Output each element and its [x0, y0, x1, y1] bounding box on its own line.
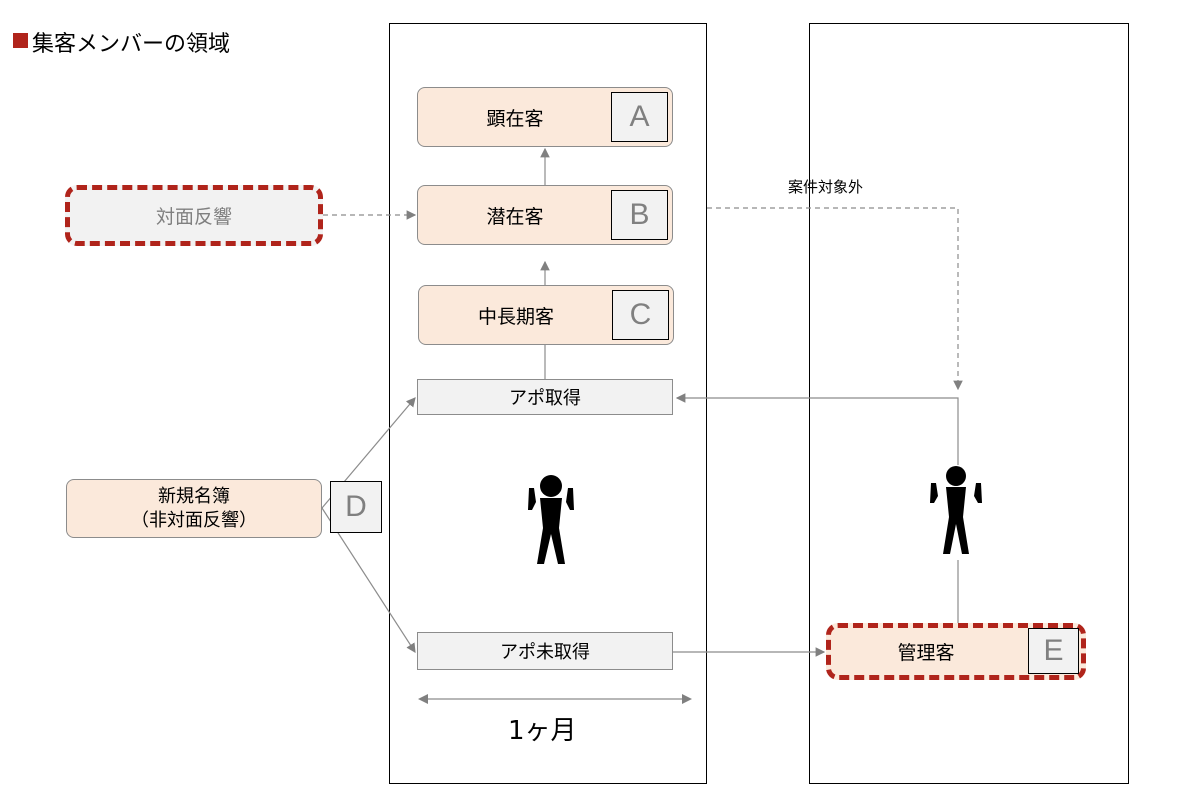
letter-c: C	[612, 290, 669, 340]
letter-e: E	[1028, 628, 1079, 674]
node-face[interactable]: 対面反響	[65, 185, 323, 246]
duration-label: 1ヶ月	[508, 716, 577, 746]
title-marker	[13, 33, 28, 48]
letter-a: A	[611, 92, 668, 142]
node-apo[interactable]: アポ取得	[417, 379, 673, 415]
out-of-scope-label: 案件対象外	[788, 178, 864, 196]
letter-b: B	[611, 190, 668, 240]
person-icon	[528, 475, 574, 564]
person-icon	[930, 466, 982, 554]
letter-d: D	[330, 481, 382, 533]
node-noapo[interactable]: アポ未取得	[417, 632, 673, 670]
node-d[interactable]: 新規名簿（非対面反響）	[66, 479, 322, 538]
page-title: 集客メンバーの領域	[32, 32, 231, 57]
